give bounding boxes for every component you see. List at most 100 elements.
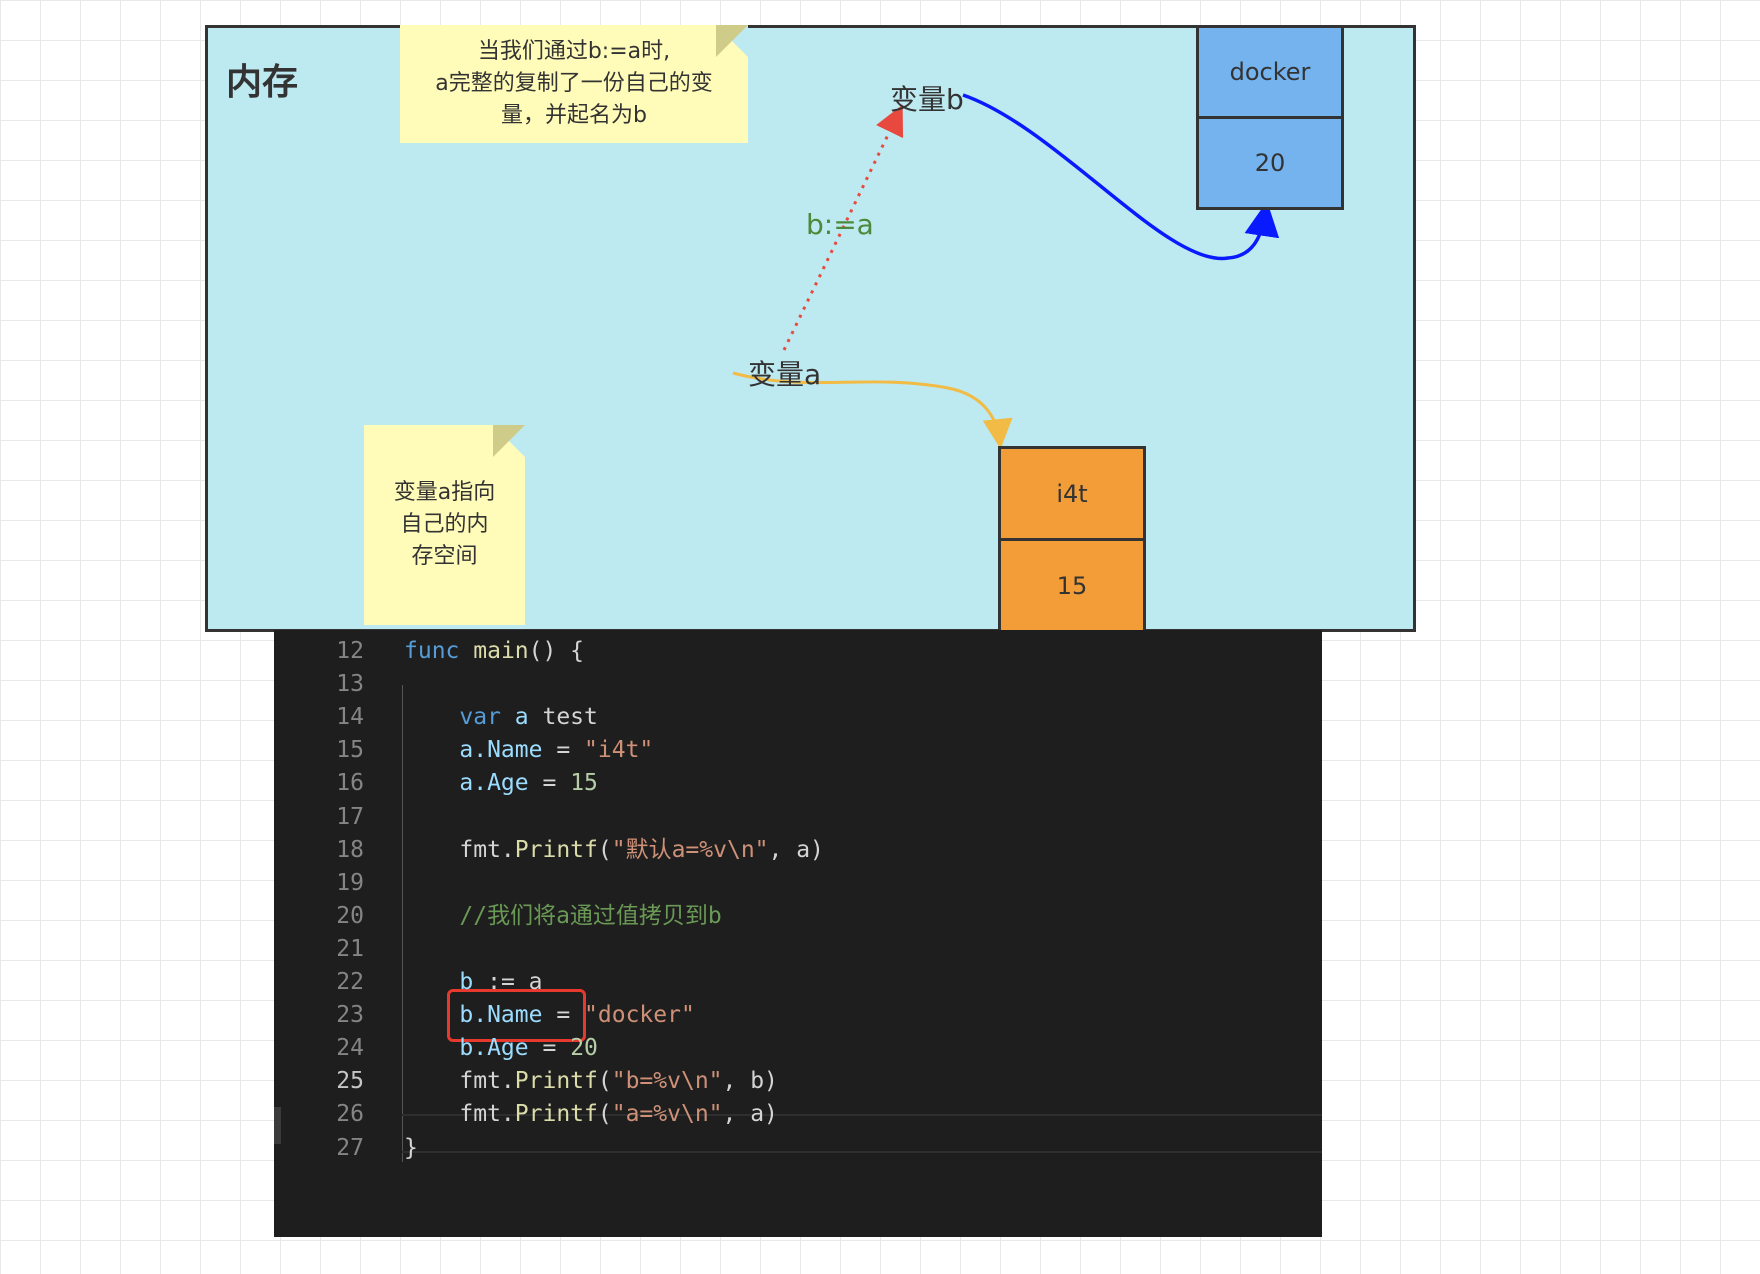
struct-b: docker 20 <box>1196 25 1344 213</box>
code-token: //我们将a通过值拷贝到b <box>459 902 722 929</box>
code-token <box>404 770 459 796</box>
code-token: = <box>542 1002 585 1029</box>
note-line: 量，并起名为b <box>501 103 647 128</box>
var-a-label: 变量a <box>748 358 822 391</box>
line-number: 27 <box>336 1134 364 1161</box>
code-token: } <box>404 1134 418 1161</box>
memory-diagram: 内存 当我们通过b:=a时, a完整的复制了一份自己的变量，并起名为b 变量a指向… <box>205 25 1416 633</box>
line-number: 22 <box>336 969 364 995</box>
code-token: ( <box>597 1068 612 1095</box>
code-token: "默认a=%v\n" <box>611 836 769 863</box>
line-number: 23 <box>336 1002 364 1029</box>
var-b-label: 变量b <box>890 83 964 116</box>
code-token: test <box>542 704 598 731</box>
note-line: 当我们通过b:=a时, <box>477 39 671 64</box>
code-line[interactable]: fmt.Printf("b=%v\n", b) <box>404 1063 778 1100</box>
code-token: 20 <box>570 1035 598 1062</box>
code-token: 15 <box>570 770 598 797</box>
note-points: 变量a指向自己的内存空间 <box>364 425 525 625</box>
code-line[interactable]: var a test <box>404 699 598 736</box>
line-number: 26 <box>336 1101 364 1128</box>
code-token: = <box>528 770 571 797</box>
code-token: Printf <box>514 1068 598 1095</box>
line-number: 17 <box>336 803 364 830</box>
note-line: 变量a指向 <box>393 480 496 505</box>
note-line: 存空间 <box>411 544 478 569</box>
code-line[interactable]: fmt.Printf("默认a=%v\n", a) <box>404 832 824 869</box>
code-token: a <box>514 704 543 731</box>
code-token <box>404 704 459 730</box>
code-token <box>404 1002 459 1028</box>
code-token: () { <box>528 638 585 664</box>
code-token: main <box>473 638 529 664</box>
code-token: := a <box>473 969 543 995</box>
code-line[interactable]: b := a <box>404 964 543 1001</box>
code-token: ( <box>597 1101 612 1128</box>
code-token: "b=%v\n" <box>611 1068 723 1095</box>
code-token: "i4t" <box>584 737 654 764</box>
code-token: "docker" <box>584 1002 695 1029</box>
code-token: b <box>459 969 474 995</box>
line-number: 24 <box>336 1035 364 1062</box>
code-token: = <box>528 1035 571 1062</box>
current-line-highlight <box>402 1114 1322 1153</box>
code-token: a.Age <box>459 770 529 797</box>
note-line: a完整的复制了一份自己的变 <box>435 71 713 96</box>
line-number: 15 <box>336 737 364 764</box>
code-line[interactable]: func main() { <box>404 633 584 670</box>
field-name: i4t <box>998 446 1146 541</box>
line-number: 12 <box>336 638 364 664</box>
line-number: 19 <box>336 869 364 896</box>
assign-label: b:=a <box>806 208 874 241</box>
indent-guide <box>402 685 403 1162</box>
highlight-box <box>447 989 586 1042</box>
code-token: a.Name <box>459 737 543 764</box>
line-number: 13 <box>336 671 364 698</box>
code-token: = <box>542 737 585 764</box>
field-name: docker <box>1196 25 1344 119</box>
code-line[interactable]: //我们将a通过值拷贝到b <box>404 898 722 935</box>
code-token: fmt. <box>404 1068 515 1095</box>
code-token: var <box>459 704 515 731</box>
code-token: , a) <box>768 836 824 863</box>
struct-a: i4t 15 <box>998 446 1146 636</box>
arrows <box>732 93 1280 449</box>
code-token: Printf <box>514 836 598 863</box>
code-token: func <box>404 638 474 664</box>
code-token: Printf <box>514 1101 598 1128</box>
code-line[interactable]: fmt.Printf("a=%v\n", a) <box>404 1096 778 1133</box>
gutter-marker <box>274 1107 281 1144</box>
code-token: fmt. <box>404 1101 515 1128</box>
line-number: 25 <box>336 1068 364 1095</box>
field-age: 15 <box>998 538 1146 633</box>
code-token: fmt. <box>404 836 515 863</box>
note-copy: 当我们通过b:=a时, a完整的复制了一份自己的变量，并起名为b <box>400 25 748 143</box>
code-line[interactable]: b.Age = 20 <box>404 1030 598 1067</box>
line-number: 18 <box>336 836 364 863</box>
code-line[interactable]: a.Name = "i4t" <box>404 732 653 769</box>
line-number: 20 <box>336 902 364 929</box>
a-pointer-arrow <box>732 371 1013 449</box>
code-token: , b) <box>722 1068 778 1095</box>
b-pointer-arrow <box>962 93 1280 261</box>
field-age: 20 <box>1196 116 1344 210</box>
code-token: "a=%v\n" <box>611 1101 723 1128</box>
code-token <box>404 903 459 929</box>
line-number: 21 <box>336 935 364 962</box>
code-token: ( <box>597 836 612 863</box>
code-token: b.Age <box>459 1035 529 1062</box>
code-token: b.Name <box>459 1002 543 1029</box>
code-line[interactable]: b.Name = "docker" <box>404 997 695 1034</box>
code-token <box>404 1035 459 1061</box>
code-editor[interactable]: 12 func main() { 13 14 var a test 15 a.Name … <box>274 630 1322 1237</box>
note-line: 自己的内 <box>400 512 489 537</box>
line-number: 14 <box>336 704 364 731</box>
code-token: , a) <box>722 1101 778 1128</box>
note-fold-shade <box>716 25 748 57</box>
code-token <box>404 737 459 763</box>
code-token <box>404 969 459 995</box>
note-fold-shade <box>493 425 525 457</box>
diagram-title: 内存 <box>226 62 299 103</box>
code-line[interactable]: } <box>404 1130 418 1167</box>
code-line[interactable]: a.Age = 15 <box>404 765 598 802</box>
